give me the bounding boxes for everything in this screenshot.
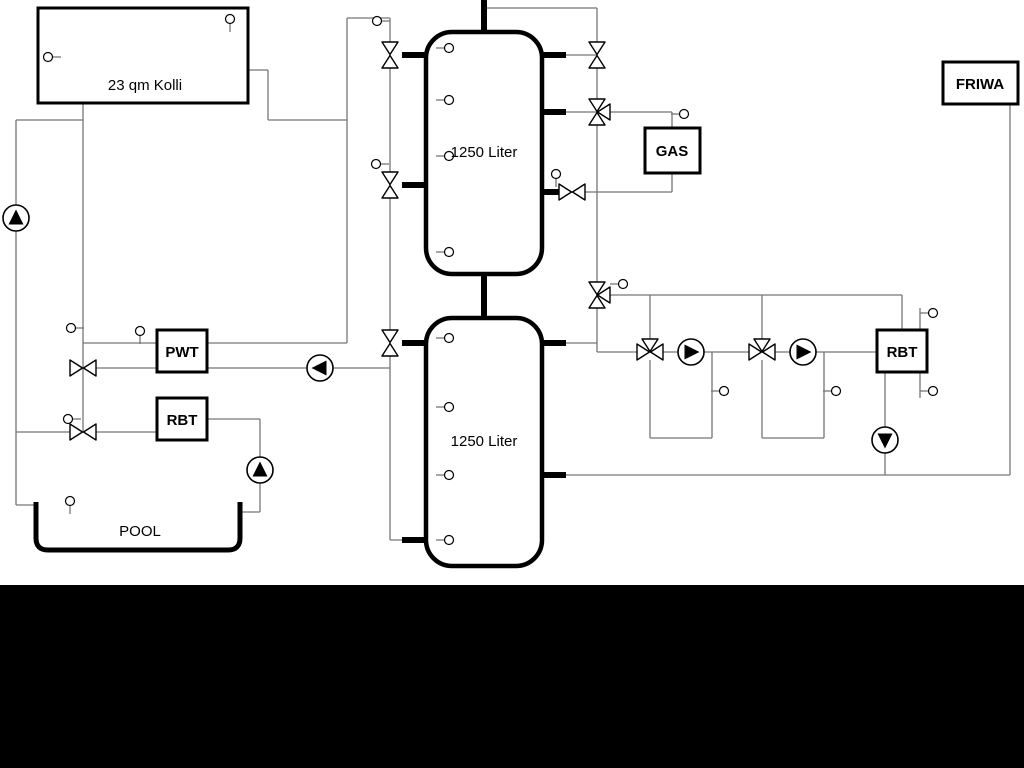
shutoff-valve-icon [381,171,399,199]
pool-label: POOL [119,523,161,540]
solar-collector: 23 qm Kolli [36,6,250,105]
pump-right-icon [677,338,705,366]
rbt-left-box [155,396,209,442]
gas-boiler-box [643,126,702,175]
rbt-right-box [875,328,929,374]
shutoff-valve-icon [381,41,399,69]
pipe-network [15,0,1011,543]
pump-right-icon [789,338,817,366]
tank-port-stubs [402,0,566,543]
rbt-left-label: RBT [167,412,198,429]
friwa-label: FRIWA [956,76,1004,93]
pump-up-icon [2,204,30,232]
gas-boiler: GAS [643,126,702,175]
footer-bar [0,585,1024,768]
buffer-tank-bottom-outline [423,315,545,569]
rbt-right-label: RBT [887,344,918,361]
buffer-tank-bottom-label: 1250 Liter [451,433,518,450]
pipe-network-right [484,7,1011,476]
temperature-sensor-icon [62,413,82,425]
shutoff-valve-icon [558,183,586,201]
solar-collector-box [36,6,250,105]
diagram-stage: 23 qm Kolli 1250 Liter 1250 Liter [2,0,1020,569]
temperature-sensor-icon [64,495,76,515]
temperature-sensor-icon [134,325,146,345]
temperature-sensor-icon [670,108,690,120]
pwt-heat-exchanger: PWT [155,328,209,374]
buffer-tank-bottom: 1250 Liter [423,315,545,569]
gas-label: GAS [656,143,689,160]
temperature-sensor-icon [822,385,842,397]
temperature-sensor-icon [609,278,629,290]
rbt-left: RBT [155,396,209,442]
temperature-sensor-icon [65,322,85,334]
rbt-right: RBT [875,328,929,374]
temperature-sensor-icon [710,385,730,397]
temperature-sensor-icon [370,158,390,170]
pump-up-icon [246,456,274,484]
buffer-tank-top-outline [423,29,545,277]
hydraulic-schematic: 23 qm Kolli 1250 Liter 1250 Liter [2,0,1020,569]
temperature-sensor-icon [919,385,939,397]
pump-left-icon [306,354,334,382]
pool: POOL [33,495,243,553]
friwa-box [941,60,1020,106]
pool-outline [33,502,243,553]
temperature-sensor-icon [919,307,939,319]
pump-down-icon [871,426,899,454]
buffer-tank-top-label: 1250 Liter [451,144,518,161]
shutoff-valve-icon [381,329,399,357]
buffer-tank-top: 1250 Liter [423,29,545,277]
pwt-box [155,328,209,374]
pwt-label: PWT [165,344,198,361]
friwa-station: FRIWA [941,60,1020,106]
collector-label: 23 qm Kolli [108,77,182,94]
